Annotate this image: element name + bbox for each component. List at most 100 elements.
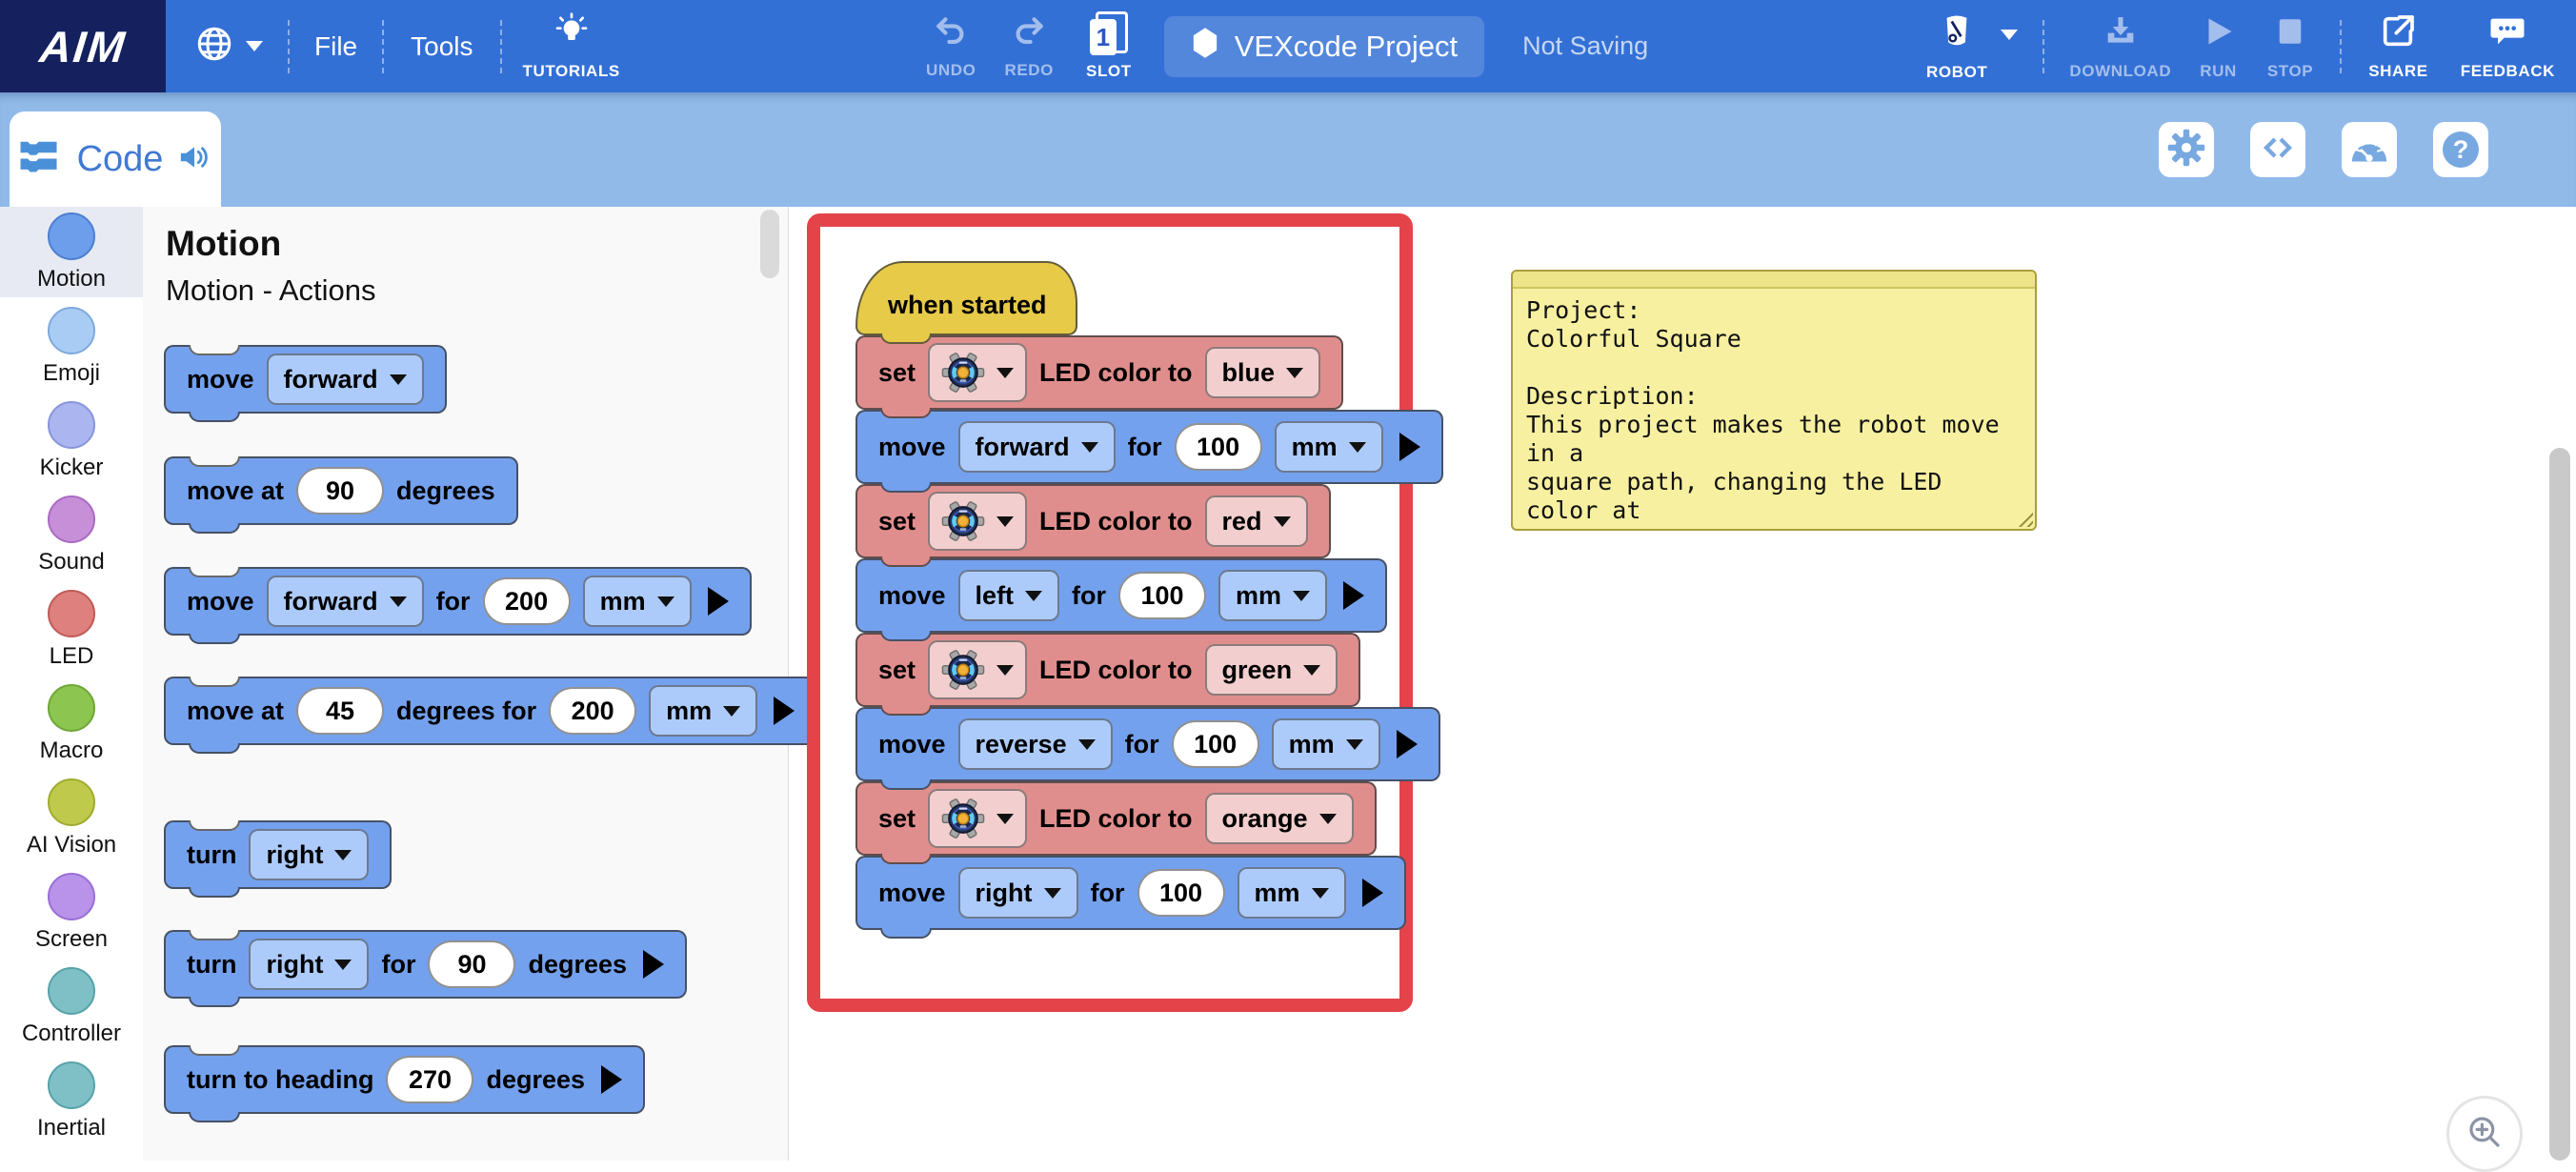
value-input[interactable]: 270 xyxy=(386,1056,474,1103)
share-button[interactable]: SHARE xyxy=(2368,12,2428,81)
dropdown-right[interactable]: right xyxy=(249,829,370,880)
value-input[interactable]: 100 xyxy=(1118,572,1207,619)
dropdown-mm[interactable]: mm xyxy=(1218,570,1328,621)
dropdown-forward[interactable]: forward xyxy=(957,421,1116,473)
dropdown-value: orange xyxy=(1221,803,1308,833)
run-button[interactable]: RUN xyxy=(2200,12,2237,81)
expand-arrow-icon[interactable] xyxy=(774,697,795,725)
expand-arrow-icon[interactable] xyxy=(601,1065,623,1094)
expand-arrow-icon[interactable] xyxy=(1343,581,1365,610)
expand-arrow-icon[interactable] xyxy=(1399,433,1420,461)
sidebar-item-sound[interactable]: Sound xyxy=(0,490,143,580)
sidebar-item-led[interactable]: LED xyxy=(0,584,143,675)
dropdown-reverse[interactable]: reverse xyxy=(957,718,1113,770)
dropdown-red[interactable]: red xyxy=(1204,495,1308,547)
dashboard-button[interactable] xyxy=(2342,122,2397,177)
expand-arrow-icon[interactable] xyxy=(1396,730,1418,758)
sidebar-item-ai-vision[interactable]: AI Vision xyxy=(0,773,143,863)
settings-button[interactable] xyxy=(2159,122,2214,177)
robot-selector[interactable]: ROBOT xyxy=(1926,11,2019,82)
slot-button[interactable]: 1 SLOT xyxy=(1086,11,1132,81)
sidebar-item-emoji[interactable]: Emoji xyxy=(0,301,143,392)
sidebar-item-motion[interactable]: Motion xyxy=(0,207,143,297)
aim-robot-icon xyxy=(941,798,985,839)
dropdown-left[interactable]: left xyxy=(957,570,1060,621)
expand-arrow-icon[interactable] xyxy=(643,950,665,979)
workspace-scrollbar[interactable] xyxy=(2549,448,2570,1161)
category-circle xyxy=(48,683,95,732)
value-input[interactable]: 200 xyxy=(549,687,637,735)
dropdown-mm[interactable]: mm xyxy=(1271,718,1380,770)
robot-selector-dropdown[interactable] xyxy=(928,492,1028,551)
robot-selector-dropdown[interactable] xyxy=(928,789,1028,848)
dropdown-mm[interactable]: mm xyxy=(1237,867,1346,919)
sidebar-item-controller[interactable]: Controller xyxy=(0,961,143,1052)
chevron-down-icon xyxy=(389,374,407,385)
block-move[interactable]: move forward xyxy=(164,344,447,422)
comment-text[interactable]: Project: Colorful Square Description: Th… xyxy=(1526,296,2000,529)
value-input[interactable]: 100 xyxy=(1137,869,1225,917)
value-input[interactable]: 100 xyxy=(1171,720,1259,768)
zoom-in-button[interactable] xyxy=(2446,1096,2523,1172)
project-comment[interactable]: Project: Colorful Square Description: Th… xyxy=(1511,270,2037,531)
download-button[interactable]: DOWNLOAD xyxy=(2069,12,2171,81)
tools-menu[interactable]: Tools xyxy=(411,30,473,61)
undo-button[interactable]: UNDO xyxy=(926,13,976,80)
robot-selector-dropdown[interactable] xyxy=(928,640,1028,699)
value-input[interactable]: 45 xyxy=(296,687,385,735)
language-menu[interactable] xyxy=(194,24,263,69)
dropdown-right[interactable]: right xyxy=(249,939,370,990)
value-input[interactable]: 200 xyxy=(482,577,571,625)
chevron-down-icon xyxy=(1080,441,1098,453)
dropdown-orange[interactable]: orange xyxy=(1204,793,1354,844)
dropdown-green[interactable]: green xyxy=(1204,644,1338,696)
sidebar-item-screen[interactable]: Screen xyxy=(0,867,143,958)
help-button[interactable] xyxy=(2433,122,2488,177)
value-input[interactable]: 90 xyxy=(428,940,516,988)
expand-arrow-icon[interactable] xyxy=(1361,879,1383,907)
dropdown-forward[interactable]: forward xyxy=(266,576,424,627)
palette-scrollbar[interactable] xyxy=(760,210,779,278)
feedback-button[interactable]: FEEDBACK xyxy=(2461,12,2555,81)
sidebar-item-kicker[interactable]: Kicker xyxy=(0,395,143,486)
chevron-down-icon xyxy=(1293,590,1311,601)
comment-header[interactable] xyxy=(1513,272,2035,289)
dropdown-blue[interactable]: blue xyxy=(1204,347,1321,398)
stop-button[interactable]: STOP xyxy=(2267,12,2313,81)
block-label: degrees xyxy=(396,475,495,505)
hat-block-when-started[interactable]: when started xyxy=(855,261,1077,344)
value-input[interactable]: 100 xyxy=(1174,423,1262,471)
block-label: move xyxy=(187,364,254,394)
expand-arrow-icon[interactable] xyxy=(707,587,729,616)
speaker-icon[interactable] xyxy=(176,141,212,178)
project-name-button[interactable]: VEXcode Project xyxy=(1163,15,1485,77)
value-input[interactable]: 90 xyxy=(296,467,385,515)
robot-selector-dropdown[interactable] xyxy=(928,343,1028,402)
tutorials-button[interactable]: TUTORIALS xyxy=(523,11,620,81)
sidebar-item-macro[interactable]: Macro xyxy=(0,678,143,769)
code-viewer-button[interactable] xyxy=(2250,122,2305,177)
dropdown-right[interactable]: right xyxy=(957,867,1078,919)
dropdown-mm[interactable]: mm xyxy=(649,685,758,737)
dropdown-mm[interactable]: mm xyxy=(1274,421,1383,473)
dropdown-forward[interactable]: forward xyxy=(266,354,424,405)
dropdown-mm[interactable]: mm xyxy=(582,576,692,627)
tab-code[interactable]: Code xyxy=(10,111,221,207)
redo-button[interactable]: REDO xyxy=(1004,13,1054,80)
sidebar-item-inertial[interactable]: Inertial xyxy=(0,1056,143,1146)
file-menu[interactable]: File xyxy=(314,30,358,61)
